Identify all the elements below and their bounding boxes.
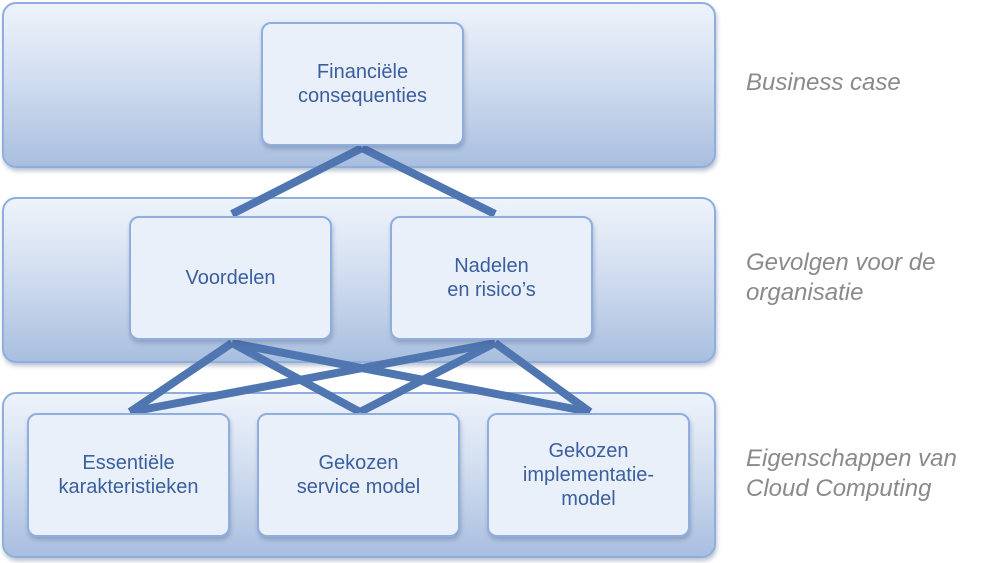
connector-financieel-nadelen [360,144,497,218]
layer-band-gevolgen [2,197,716,363]
connector-voordelen-implementatie [231,339,591,416]
label-eigenschappen-cloud-computing: Eigenschappen van Cloud Computing [746,445,957,502]
box-essentiele-karakteristieken: Essentiële karakteristieken [27,413,230,537]
label-gevolgen-voor-de-organisatie: Gevolgen voor de organisatie [746,249,936,306]
connector-financieel-voordelen [230,144,364,218]
box-gekozen-implementatiemodel: Gekozen implementatie- model [487,413,690,537]
connector-nadelen-essentieel [129,339,496,416]
box-financiele-consequenties: Financiële consequenties [261,22,464,146]
connector-nadelen-implementatie [492,339,593,416]
connector-voordelen-essentieel [127,339,235,416]
connector-nadelen-service [358,339,497,416]
box-voordelen: Voordelen [129,216,332,340]
box-nadelen-en-risicos: Nadelen en risico’s [390,216,593,340]
box-gekozen-service-model: Gekozen service model [257,413,460,537]
label-business-case: Business case [746,69,901,96]
